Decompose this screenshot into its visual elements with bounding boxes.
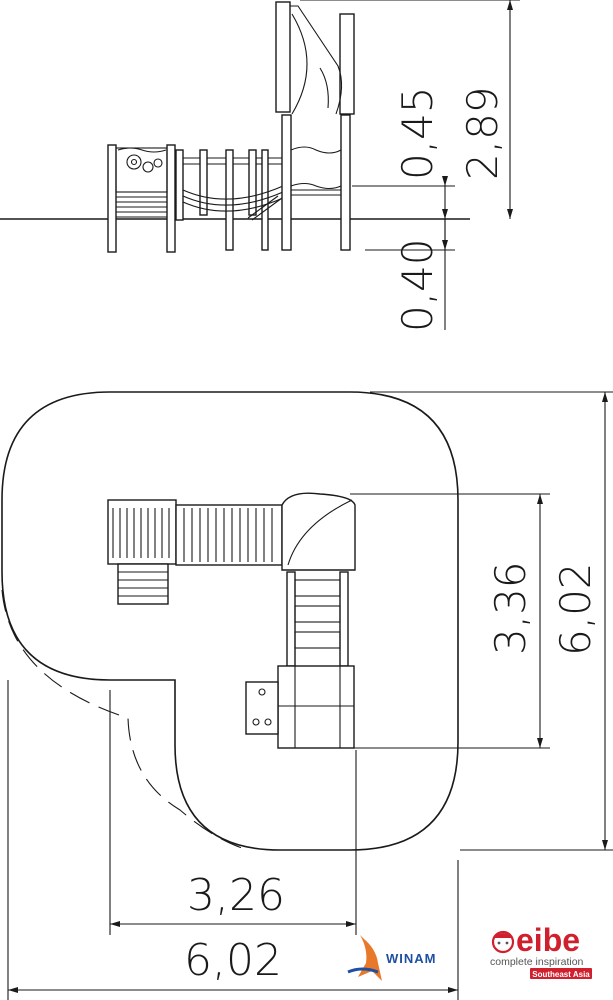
plan-platform-left	[107, 499, 177, 605]
dim-total-height: 2,89	[458, 86, 507, 180]
dim-foundation-depth: 0,40	[393, 238, 442, 332]
gear-panel-unit	[107, 144, 176, 253]
winam-text: WINAM	[386, 951, 437, 966]
dim-equipment-width: 3,26	[187, 870, 285, 921]
eibe-brand: eibe	[516, 922, 580, 958]
plan-view: 3,36 6,02 3,26 6,02	[1, 391, 613, 1000]
tower	[275, 1, 355, 251]
plan-bridge	[175, 504, 283, 566]
winam-logo: WINAM	[347, 935, 437, 981]
person-figure-icon	[358, 935, 382, 981]
dim-platform-height: 0,45	[393, 86, 442, 180]
slide-safety-zone-dashed	[1, 589, 249, 851]
plan-tower-roof	[281, 492, 356, 571]
eibe-logo: eibe complete inspiration Southeast Asia	[490, 922, 592, 979]
eibe-tagline: complete inspiration	[490, 956, 584, 968]
elevation-dimensions: 2,89 0,45 0,40	[300, 0, 520, 332]
eibe-face-icon	[491, 930, 515, 954]
eibe-region-badge	[530, 968, 592, 979]
eibe-region: Southeast Asia	[532, 970, 590, 979]
dim-safety-zone-width: 6,02	[184, 935, 282, 986]
dim-safety-zone-depth: 6,02	[551, 562, 600, 656]
gear-icon	[126, 154, 142, 170]
safety-zone-outline	[1, 391, 459, 851]
rope-bridge	[175, 149, 284, 251]
plan-vertical-dimensions: 3,36 6,02	[350, 391, 613, 851]
dim-equipment-depth: 3,36	[486, 561, 535, 655]
plan-ladder	[245, 571, 355, 749]
elevation-view: 2,89 0,45 0,40	[0, 0, 520, 332]
plan-horizontal-dimensions: 3,26 6,02	[7, 680, 459, 1000]
